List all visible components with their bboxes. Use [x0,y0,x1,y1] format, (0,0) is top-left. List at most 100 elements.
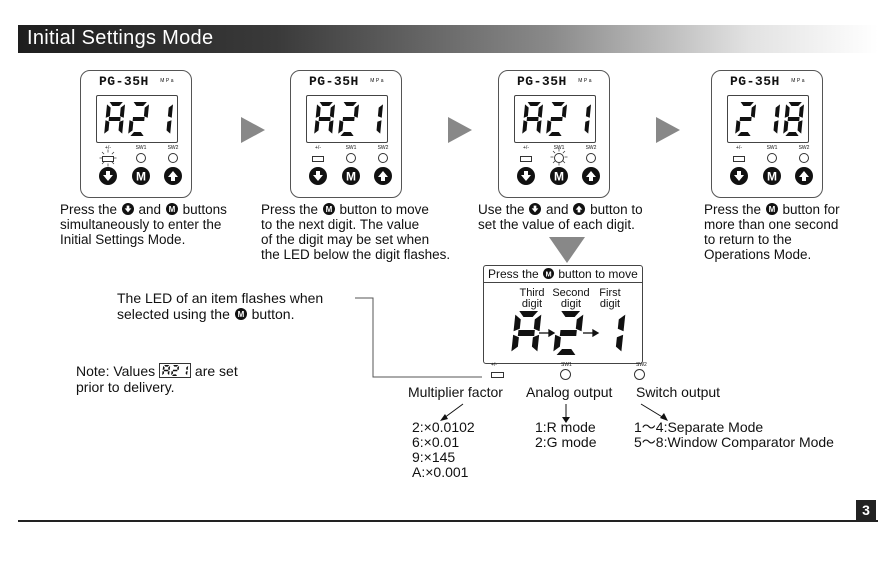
mode-button-icon: M [165,203,178,215]
device-model: PG-35H [517,74,567,89]
step-arrow-2 [448,117,472,143]
up-button[interactable] [164,167,182,185]
multiplier-led [733,156,745,162]
sw1-led [767,153,777,163]
sw1-led-label: SW1 [561,362,572,368]
multiplier-led-label: +/- [105,145,111,151]
sw1-led-label: SW1 [553,145,565,151]
device-model: PG-35H [730,74,780,89]
svg-text:M: M [168,205,175,214]
device-model: PG-35H [309,74,359,89]
multiplier-values: 2:×0.0102 6:×0.01 9:×145 A:×0.001 [412,419,475,480]
segment-display [306,95,388,143]
multiplier-led [491,372,504,378]
multiplier-factor-label: Multiplier factor [408,384,503,400]
down-button-icon [529,203,542,215]
segment-display [514,95,596,143]
multiplier-led-label: +/- [315,145,321,151]
up-button[interactable] [582,167,600,185]
mode-button[interactable]: M [132,167,150,185]
switch-values: 1～4:Separate Mode 5～8:Window Comparator … [634,419,834,450]
up-button[interactable] [795,167,813,185]
sw1-led-label: SW1 [345,145,357,151]
sw2-led [168,153,178,163]
step-2-text: Press the M button to move to the next d… [261,202,451,262]
mode-button-icon: M [765,203,778,215]
device-illustration-1: PG-35H MPa +/- SW1 SW2 M [80,70,192,198]
sw2-led [586,153,596,163]
svg-text:M: M [767,170,777,184]
analog-output-label: Analog output [526,384,613,400]
note-display-icon [159,363,192,378]
svg-text:M: M [768,205,775,214]
step-arrow-3 [656,117,680,143]
svg-text:M: M [554,170,564,184]
page-number: 3 [856,500,876,520]
svg-text:M: M [136,170,146,184]
multiplier-led-label: +/- [523,145,529,151]
multiplier-led-label: +/- [491,362,497,368]
svg-text:M: M [545,269,551,278]
led-note: The LED of an item flashes when selected… [117,290,324,322]
up-button[interactable] [374,167,392,185]
mode-button-icon: M [234,308,247,320]
sw1-led-label: SW1 [766,145,778,151]
device-illustration-2: PG-35H MPa +/- SW1 SW2 M [290,70,402,198]
multiplier-led-label: +/- [736,145,742,151]
svg-text:M: M [346,170,356,184]
sw2-led-label: SW2 [798,145,810,151]
device-illustration-3: PG-35H MPa +/- SW1 SW2 M [498,70,610,198]
sw2-led-label: SW2 [377,145,389,151]
sw2-led [799,153,809,163]
segment-display [96,95,178,143]
sw2-led [634,369,645,380]
svg-text:M: M [237,310,244,319]
down-button[interactable] [309,167,327,185]
down-arrow-indicator [549,237,585,263]
device-illustration-4: PG-35H MPa +/- SW1 SW2 M [711,70,823,198]
device-unit: MPa [791,78,806,84]
mode-button-icon: M [322,203,335,215]
multiplier-led [520,156,532,162]
device-model: PG-35H [99,74,149,89]
step-1-text: Press the and M buttons simultaneously t… [60,202,227,247]
delivery-note: Note: Values are set prior to delivery. [76,363,238,395]
sw2-led-label: SW2 [585,145,597,151]
sw1-led [136,153,146,163]
switch-output-label: Switch output [636,384,721,400]
sw2-led-label: SW2 [167,145,179,151]
step-arrow-1 [241,117,265,143]
footer-rule [18,520,878,522]
mode-button[interactable]: M [763,167,781,185]
step-3-text: Use the and button to set the value of e… [478,202,643,232]
down-button[interactable] [517,167,535,185]
sw2-led-label: SW2 [636,362,647,368]
section-title: Initial Settings Mode [27,27,214,49]
step-4-text: Press the M button for more than one sec… [704,202,840,262]
svg-text:M: M [325,205,332,214]
sw1-led-label: SW1 [135,145,147,151]
down-button[interactable] [99,167,117,185]
sw1-led [560,369,571,380]
down-button-icon [121,203,134,215]
multiplier-led [312,156,324,162]
multiplier-led [102,156,114,162]
sw1-led [346,153,356,163]
analog-values: 1:R mode 2:G mode [535,419,597,450]
device-unit: MPa [370,78,385,84]
mode-button[interactable]: M [342,167,360,185]
down-button[interactable] [730,167,748,185]
flash-rays-icon [550,148,568,166]
detail-display-panel [483,265,643,364]
mode-button-icon: M [543,268,555,279]
device-unit: MPa [160,78,175,84]
sw2-led [378,153,388,163]
device-unit: MPa [578,78,593,84]
section-header: Initial Settings Mode [18,25,878,53]
mode-button[interactable]: M [550,167,568,185]
up-button-icon [573,203,586,215]
